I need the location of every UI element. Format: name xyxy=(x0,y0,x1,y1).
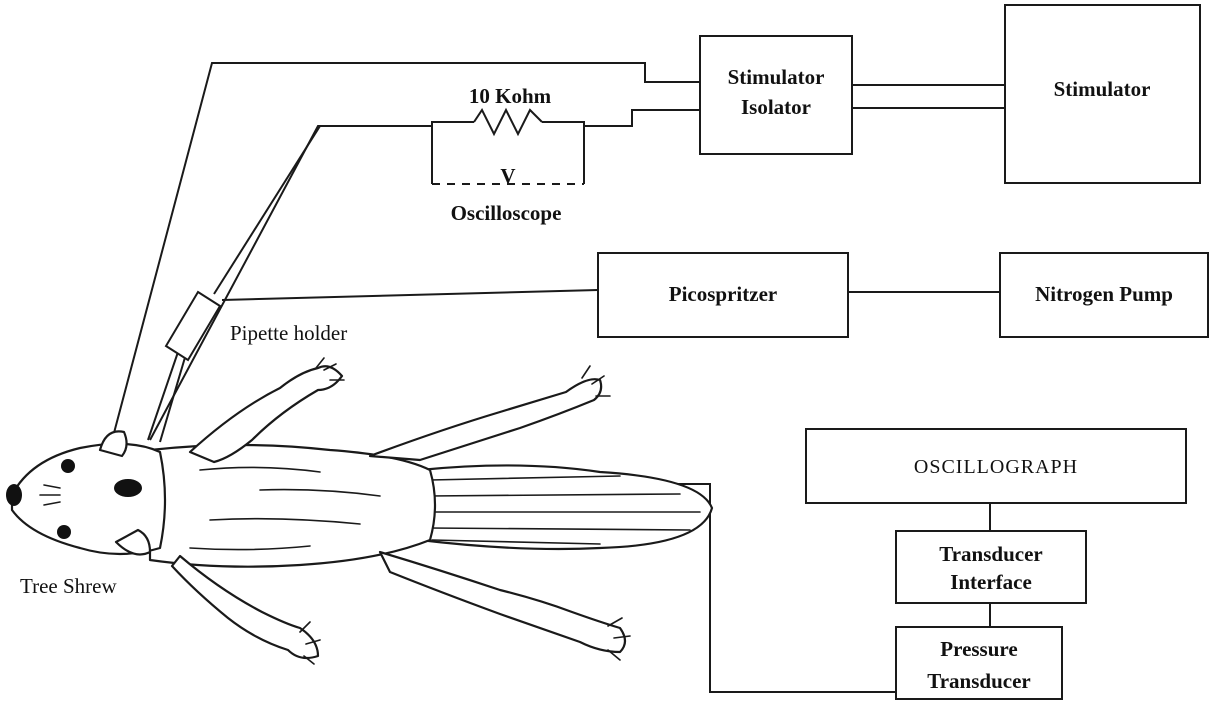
hind-leg-lower xyxy=(378,550,627,654)
nitrogen-pump-label: Nitrogen Pump xyxy=(1035,282,1173,306)
ear-lower xyxy=(114,528,152,556)
resistor-label: 10 Kohm xyxy=(469,84,552,108)
pipette-holder-line xyxy=(213,125,321,295)
front-leg-upper xyxy=(188,365,344,464)
hind-leg-upper xyxy=(368,378,603,462)
transducer-interface-label-line1: Transducer xyxy=(939,542,1042,566)
pipette-tube xyxy=(221,289,599,301)
pipette-holder-label: Pipette holder xyxy=(230,321,347,345)
tail xyxy=(418,464,714,551)
tree-shrew-label: Tree Shrew xyxy=(20,574,117,598)
resistor-icon xyxy=(473,107,543,137)
stimulator-label: Stimulator xyxy=(1054,77,1151,101)
pressure-transducer-label-line1: Pressure xyxy=(940,637,1017,661)
stimulator-isolator-label-line1: Stimulator xyxy=(728,65,825,89)
picospritzer-label: Picospritzer xyxy=(669,282,777,306)
pipette-needle-2 xyxy=(159,353,187,443)
nitrogen-pump-box[interactable]: Nitrogen Pump xyxy=(999,252,1209,338)
electrode-wire-1 xyxy=(109,62,700,449)
stimulator-isolator-box[interactable]: Stimulator Isolator xyxy=(699,35,853,155)
pressure-transducer-box[interactable]: Pressure Transducer xyxy=(895,626,1063,700)
wiring xyxy=(109,62,1005,693)
head xyxy=(10,442,167,556)
pressure-transducer-label-line2: Transducer xyxy=(927,669,1030,693)
injection-site-icon xyxy=(114,479,142,497)
ear-upper xyxy=(98,430,128,458)
pipette-holder-icon xyxy=(164,290,222,362)
voltmeter-label: V xyxy=(500,164,515,188)
nose-icon xyxy=(6,484,22,506)
eye-icon-upper xyxy=(61,459,75,473)
stimulator-isolator-label-line2: Isolator xyxy=(741,95,811,119)
eye-icon-lower xyxy=(57,525,71,539)
oscillograph-box[interactable]: OSCILLOGRAPH xyxy=(805,428,1187,504)
pipette-needle-1 xyxy=(147,351,179,441)
stimulator-box[interactable]: Stimulator xyxy=(1004,4,1201,184)
oscillograph-label: OSCILLOGRAPH xyxy=(914,456,1078,478)
front-leg-lower xyxy=(170,554,320,660)
oscilloscope-label: Oscilloscope xyxy=(451,201,562,225)
picospritzer-box[interactable]: Picospritzer xyxy=(597,252,849,338)
body xyxy=(148,443,437,568)
transducer-interface-label-line2: Interface xyxy=(950,570,1032,594)
transducer-interface-box[interactable]: Transducer Interface xyxy=(895,530,1087,604)
tree-shrew-drawing xyxy=(6,357,714,665)
resistor-wire-right xyxy=(542,109,700,127)
